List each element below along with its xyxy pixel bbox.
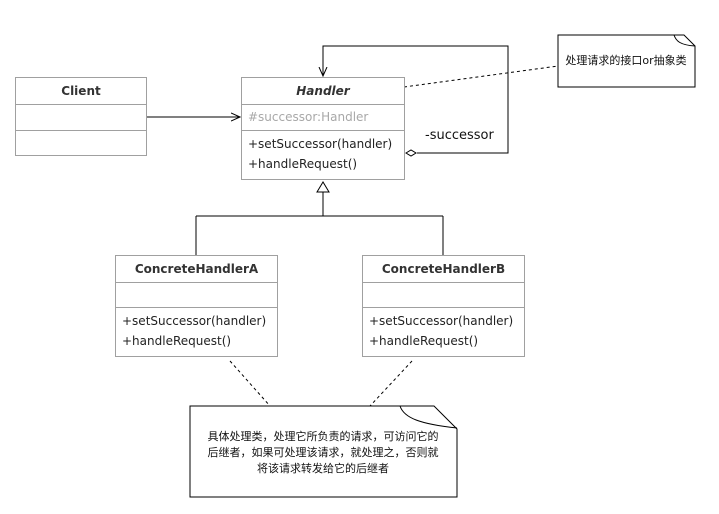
concrete-note-text: 具体处理类，处理它所负责的请求，可访问它的 后继者，如果可处理该请求，就处理之，… xyxy=(192,429,454,477)
handler-note-fold xyxy=(673,34,696,47)
class-client-attributes xyxy=(16,105,146,131)
class-concrete-handler-b[interactable]: ConcreteHandlerB +setSuccessor(handler) … xyxy=(362,255,525,357)
class-handler-operations: +setSuccessor(handler) +handleRequest() xyxy=(242,131,404,174)
concrete-note-fold xyxy=(399,405,458,429)
class-concrete-handler-b-attributes xyxy=(363,283,524,308)
class-client[interactable]: Client xyxy=(15,77,147,156)
handler-note-anchor xyxy=(403,65,559,88)
class-concrete-handler-b-operations: +setSuccessor(handler) +handleRequest() xyxy=(363,308,524,351)
operation-handle-request: +handleRequest() xyxy=(122,334,232,348)
class-concrete-handler-a[interactable]: ConcreteHandlerA +setSuccessor(handler) … xyxy=(115,255,278,357)
class-client-operations xyxy=(16,131,146,155)
class-concrete-handler-b-name: ConcreteHandlerB xyxy=(363,256,524,283)
handler-note-shape xyxy=(557,34,696,88)
operation-set-successor: +setSuccessor(handler) xyxy=(248,137,393,151)
operation-set-successor: +setSuccessor(handler) xyxy=(369,314,514,328)
concrete-note-line-2: 后继者，如果可处理该请求，就处理之，否则就 xyxy=(207,446,439,459)
class-handler[interactable]: Handler #successor:Handler +setSuccessor… xyxy=(241,77,405,180)
attribute-successor: #successor:Handler xyxy=(248,110,369,124)
concrete-note-anchor-a xyxy=(229,360,271,407)
class-handler-name: Handler xyxy=(242,78,404,105)
successor-self-association xyxy=(323,45,509,154)
operation-handle-request: +handleRequest() xyxy=(369,334,479,348)
operation-handle-request: +handleRequest() xyxy=(248,157,358,171)
class-concrete-handler-a-operations: +setSuccessor(handler) +handleRequest() xyxy=(116,308,277,351)
concrete-note-shape xyxy=(189,405,458,498)
concrete-note-anchor-b xyxy=(369,360,413,407)
handler-note-text: 处理请求的接口or抽象类 xyxy=(565,54,687,67)
class-concrete-handler-a-attributes xyxy=(116,283,277,308)
concrete-note-line-3: 将该请求转发给它的后继者 xyxy=(257,462,389,475)
class-concrete-handler-a-name: ConcreteHandlerA xyxy=(116,256,277,283)
concrete-note-line-1: 具体处理类，处理它所负责的请求，可访问它的 xyxy=(207,430,439,443)
successor-role-label: -successor xyxy=(425,128,494,143)
class-client-name: Client xyxy=(16,78,146,105)
generalization-triangle xyxy=(316,181,330,193)
class-handler-attributes: #successor:Handler xyxy=(242,105,404,131)
aggregation-diamond xyxy=(405,149,417,157)
operation-set-successor: +setSuccessor(handler) xyxy=(122,314,267,328)
